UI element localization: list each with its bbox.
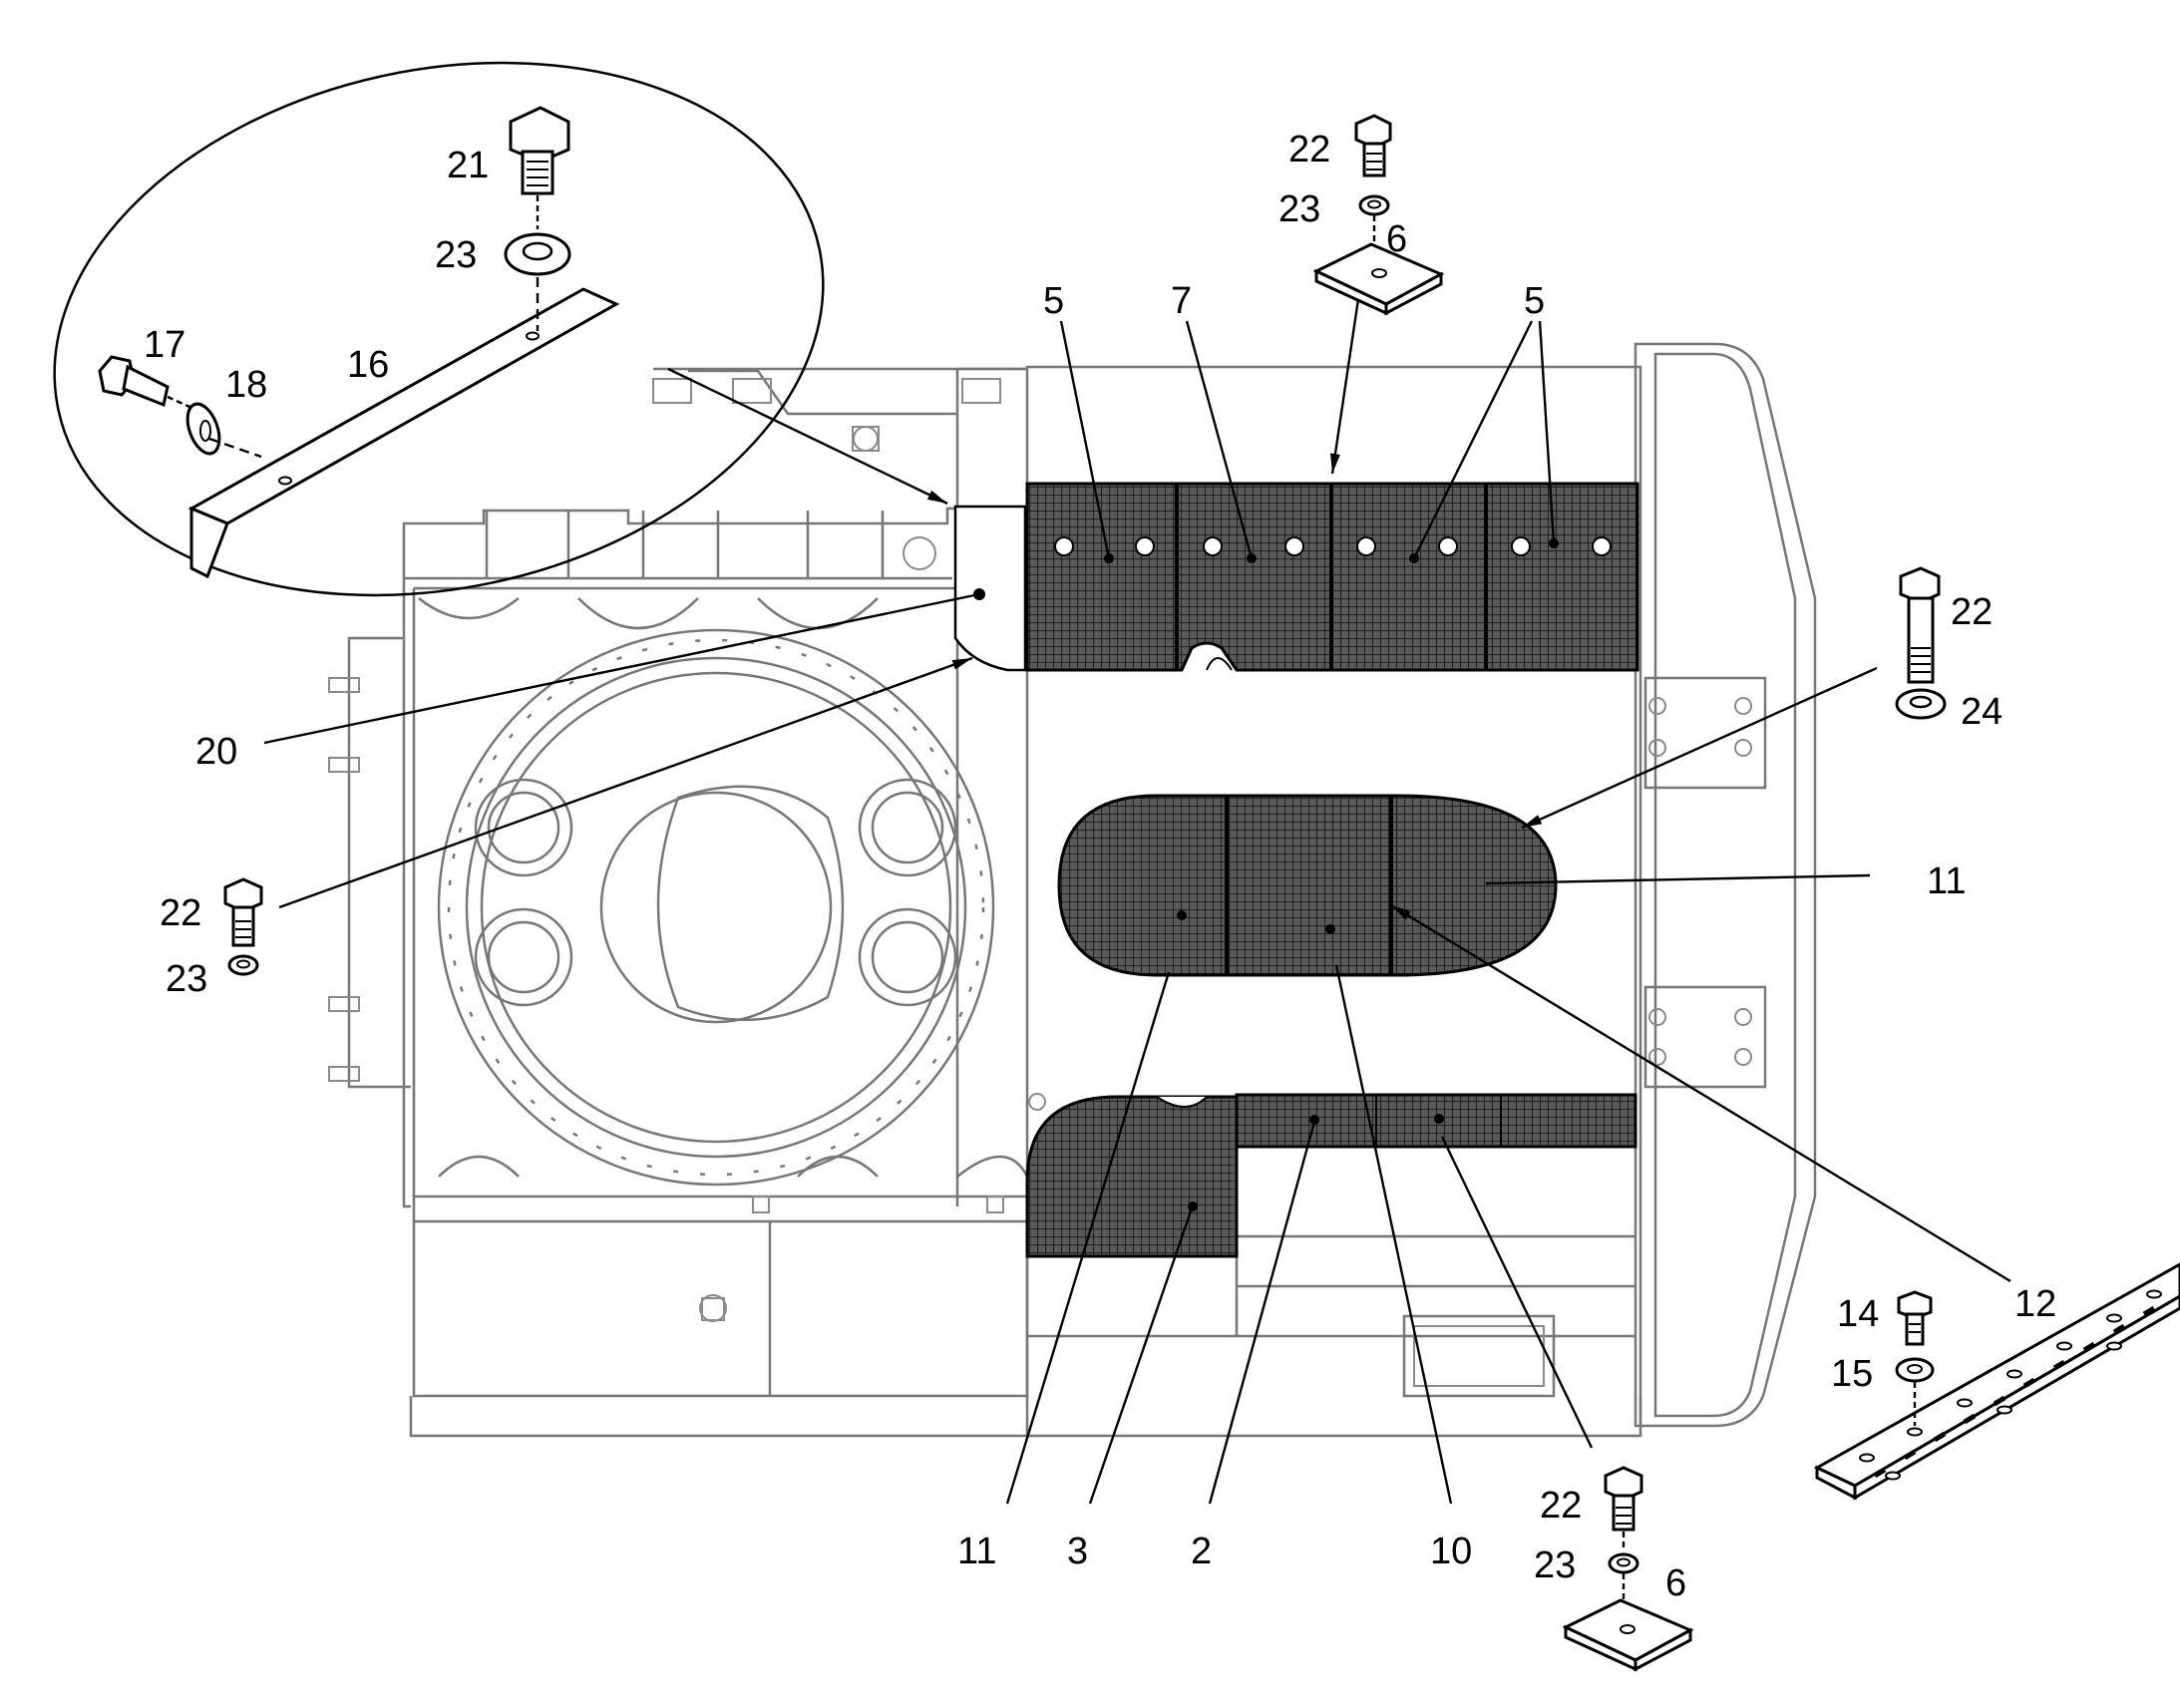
label-22-bottom: 22: [1540, 1485, 1582, 1527]
label-12: 12: [2014, 1283, 2056, 1325]
label-23-bottom: 23: [1534, 1544, 1576, 1586]
upper-mesh-panels: [1025, 482, 1639, 672]
hex-bolt-icon: [509, 106, 570, 195]
label-2: 2: [1191, 1531, 1212, 1572]
washer-icon: [185, 402, 221, 456]
right-fastener-stack: [1521, 566, 1947, 830]
right-bracket-upper: [1643, 676, 1767, 790]
label-11-bottom: 11: [957, 1531, 996, 1572]
oval-mesh-panel: [1057, 794, 1558, 977]
bottom-fastener-stack: [1562, 1466, 1694, 1672]
angle-bracket-icon: [187, 287, 620, 579]
label-22-left: 22: [160, 892, 201, 934]
label-10: 10: [1430, 1531, 1472, 1572]
piano-hinge-icon: [1813, 1262, 2180, 1501]
machine-frame: [328, 342, 1817, 1438]
part-labels: 21 23 17 18 16 22 23 6 5 7 5 22 24 20 11…: [144, 129, 2056, 1604]
label-5-right: 5: [1524, 280, 1545, 322]
label-6-bottom: 6: [1665, 1562, 1686, 1604]
label-22-top: 22: [1288, 129, 1330, 171]
label-20: 20: [195, 731, 237, 773]
label-22-right: 22: [1951, 591, 1993, 633]
washer-icon: [504, 232, 571, 276]
square-plate-icon: [1312, 242, 1445, 316]
label-23-top: 23: [1278, 188, 1320, 230]
label-23-left: 23: [166, 958, 207, 1000]
top-fastener-stack: [1312, 114, 1445, 475]
part-20-plate: [953, 505, 1027, 672]
hex-bolt-icon: [98, 355, 170, 408]
left-fastener-stack: [223, 656, 973, 976]
label-15: 15: [1831, 1353, 1873, 1395]
label-6-top: 6: [1386, 218, 1407, 260]
lower-mesh-panels: [1025, 1093, 1637, 1258]
detail-callout: [53, 61, 948, 597]
label-17: 17: [144, 324, 185, 366]
label-14: 14: [1837, 1293, 1879, 1335]
leader-lines: [263, 320, 2011, 1505]
square-plate-icon: [1562, 1598, 1694, 1672]
label-24: 24: [1961, 691, 2002, 733]
label-7: 7: [1171, 280, 1192, 322]
label-5-left: 5: [1043, 280, 1064, 322]
label-18: 18: [225, 364, 267, 406]
label-3: 3: [1067, 1531, 1088, 1572]
ring-gear: [437, 628, 995, 1187]
right-bracket-lower: [1643, 985, 1767, 1089]
label-11-right: 11: [1927, 860, 1966, 902]
label-23-detail: 23: [435, 234, 477, 276]
label-21: 21: [447, 145, 489, 186]
label-16: 16: [347, 344, 389, 386]
